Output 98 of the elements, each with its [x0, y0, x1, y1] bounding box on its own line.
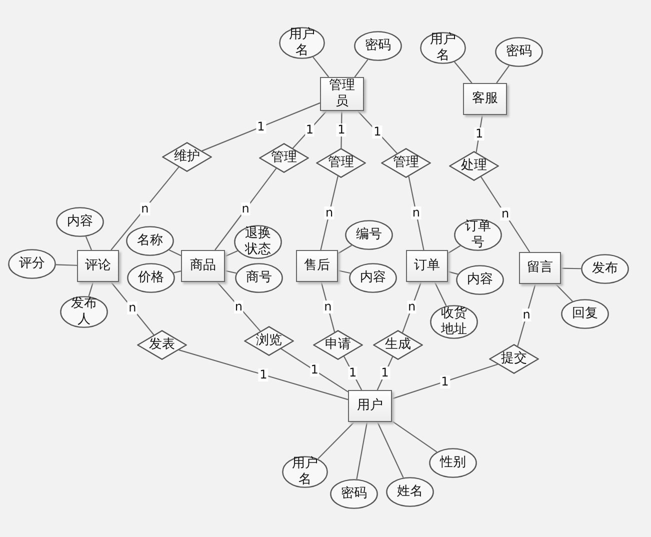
- connector-line: [178, 349, 348, 400]
- edge-label: n: [407, 300, 417, 314]
- edge-label: 1: [372, 126, 382, 139]
- attribute-ellipse: 退换状态: [234, 225, 282, 259]
- connector-line: [392, 420, 438, 452]
- connector-line: [318, 422, 355, 460]
- edge-label: n: [234, 300, 244, 314]
- edge-label: 1: [348, 366, 358, 380]
- connector-line: [280, 348, 348, 392]
- connector-line: [320, 282, 336, 332]
- connector-line: [354, 59, 368, 78]
- edge-label: n: [522, 308, 532, 322]
- edge-label: 1: [336, 123, 346, 136]
- attribute-ellipse: 商号: [235, 263, 283, 293]
- relationship-diamond: 生成: [373, 330, 423, 360]
- connector-line: [224, 250, 238, 257]
- connector-line: [88, 282, 94, 296]
- attribute-ellipse: 评分: [8, 249, 56, 279]
- connector-line: [496, 65, 510, 84]
- connector-line: [338, 244, 352, 254]
- edge-label: n: [240, 202, 250, 216]
- attribute-ellipse: 订单号: [454, 219, 502, 251]
- attribute-ellipse: 用户名: [420, 32, 466, 64]
- connector-line: [448, 245, 461, 254]
- connector-line: [202, 102, 320, 152]
- relationship-diamond: 提交: [489, 344, 539, 374]
- connector-line: [110, 282, 154, 336]
- edge-label: 1: [380, 366, 390, 380]
- connector-line: [110, 166, 180, 250]
- edge-label: 1: [474, 127, 484, 140]
- attribute-ellipse: 密码: [354, 31, 402, 61]
- connector-line: [224, 270, 236, 274]
- edge-label: 1: [256, 120, 266, 134]
- edge-label: 1: [258, 368, 268, 382]
- relationship-diamond: 申请: [313, 330, 363, 360]
- connector-line: [216, 282, 261, 332]
- edge-label: n: [324, 206, 334, 220]
- attribute-ellipse: 内容: [349, 263, 397, 293]
- edge-label: 1: [310, 364, 320, 377]
- entity-box: 评论: [77, 250, 119, 282]
- attribute-ellipse: 性别: [429, 448, 477, 478]
- connector-line: [214, 168, 277, 250]
- edge-label: n: [411, 206, 422, 220]
- connector-line: [338, 270, 350, 274]
- connector-line: [376, 422, 404, 478]
- edge-label: 1: [440, 375, 450, 388]
- attribute-ellipse: 编号: [345, 220, 393, 250]
- connector-line: [561, 268, 582, 270]
- attribute-ellipse: 密码: [495, 37, 543, 67]
- connector-line: [392, 364, 498, 400]
- entity-box: 留言: [519, 252, 561, 284]
- connector-line: [408, 176, 424, 250]
- connector-line: [448, 271, 458, 275]
- connector-line: [480, 176, 530, 252]
- attribute-ellipse: 内容: [456, 265, 504, 295]
- attribute-ellipse: 密码: [330, 479, 378, 509]
- connector-line: [168, 250, 182, 256]
- connector-line: [434, 282, 447, 306]
- attribute-ellipse: 发布人: [60, 296, 108, 328]
- entity-box: 用户: [348, 390, 392, 422]
- entity-box: 管理员: [320, 77, 364, 111]
- connector-line: [320, 176, 338, 250]
- connector-line: [312, 56, 330, 78]
- connector-line: [56, 264, 78, 266]
- attribute-ellipse: 价格: [127, 263, 175, 293]
- attribute-ellipse: 发布: [581, 254, 629, 284]
- edge-label: 1: [304, 123, 314, 136]
- connector-line: [173, 270, 182, 274]
- relationship-diamond: 管理: [381, 148, 431, 178]
- relationship-diamond: 管理: [259, 143, 309, 173]
- edge-label: n: [323, 300, 333, 314]
- relationship-diamond: 管理: [316, 148, 366, 178]
- relationship-diamond: 维护: [162, 142, 212, 172]
- connector-line: [292, 110, 327, 149]
- connector-line: [402, 282, 422, 333]
- relationship-diamond: 处理: [449, 151, 499, 181]
- attribute-ellipse: 用户名: [279, 27, 325, 59]
- attribute-ellipse: 收货地址: [430, 305, 478, 339]
- connector-line: [517, 284, 536, 346]
- entity-box: 客服: [463, 83, 507, 115]
- edge-label: n: [140, 202, 150, 216]
- connector-line: [454, 62, 472, 84]
- connector-line: [356, 422, 368, 480]
- entity-box: 订单: [406, 250, 448, 282]
- relationship-diamond: 发表: [137, 330, 187, 360]
- connector-line: [85, 236, 92, 250]
- edge-label: n: [500, 208, 510, 221]
- attribute-ellipse: 回复: [561, 299, 609, 329]
- attribute-ellipse: 内容: [56, 207, 104, 237]
- attribute-ellipse: 用户名: [282, 456, 328, 488]
- attribute-ellipse: 名称: [126, 226, 174, 256]
- connector-line: [555, 284, 573, 302]
- entity-box: 售后: [296, 250, 338, 282]
- edge-label: n: [128, 302, 138, 315]
- attribute-ellipse: 姓名: [386, 477, 434, 507]
- relationship-diamond: 浏览: [244, 326, 294, 356]
- entity-box: 商品: [181, 250, 225, 282]
- connector-line: [357, 110, 398, 154]
